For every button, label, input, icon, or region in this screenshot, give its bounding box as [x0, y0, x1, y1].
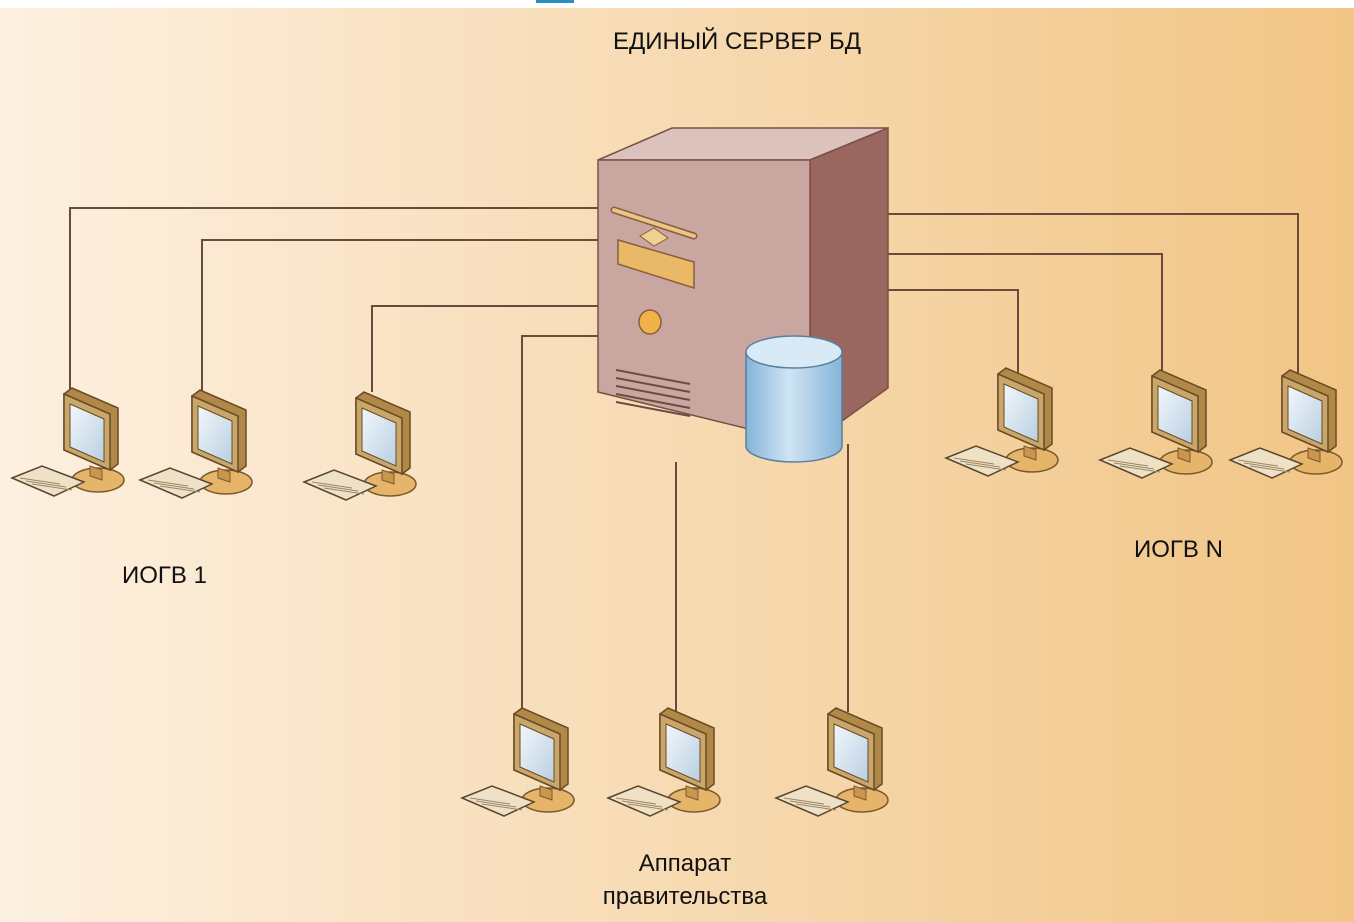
- workstation-icon: [138, 389, 253, 499]
- connector-left-2: [201, 239, 598, 392]
- keyboard-icon: [138, 467, 214, 499]
- keyboard-icon: [1098, 447, 1174, 479]
- keyboard-icon: [302, 469, 378, 501]
- workstation-icon: [1228, 369, 1343, 479]
- connector-right-3: [888, 289, 1019, 380]
- keyboard-icon: [774, 785, 850, 817]
- keyboard-icon: [10, 465, 86, 497]
- workstation-icon: [460, 707, 575, 817]
- workstation-icon: [10, 387, 125, 497]
- connector-lines: [69, 207, 1299, 712]
- workstation-icon: [774, 707, 889, 817]
- workstation-icon: [606, 707, 721, 817]
- workstations: [10, 367, 1343, 817]
- group-label-bottom-line2: правительства: [602, 883, 768, 910]
- group-label-right: ИОГВ N: [1134, 536, 1223, 563]
- connector-right-1: [888, 213, 1299, 374]
- top-strip: [0, 0, 1354, 8]
- keyboard-icon: [460, 785, 536, 817]
- group-label-bottom-line1: Аппарат: [638, 850, 732, 877]
- keyboard-icon: [606, 785, 682, 817]
- keyboard-icon: [944, 445, 1020, 477]
- database-cylinder-icon: [745, 335, 843, 463]
- keyboard-icon: [1228, 447, 1304, 479]
- diagram-title: ЕДИНЫЙ СЕРВЕР БД: [612, 28, 862, 55]
- connector-left-1: [69, 207, 598, 392]
- group-label-left: ИОГВ 1: [122, 562, 207, 589]
- connector-left-3: [371, 305, 598, 392]
- server-tower-icon: [597, 126, 889, 446]
- top-strip-accent: [536, 0, 574, 9]
- workstation-icon: [944, 367, 1059, 477]
- workstation-icon: [302, 391, 417, 501]
- connector-bottom-1: [521, 335, 598, 712]
- connector-right-2: [888, 253, 1163, 380]
- workstation-icon: [1098, 369, 1213, 479]
